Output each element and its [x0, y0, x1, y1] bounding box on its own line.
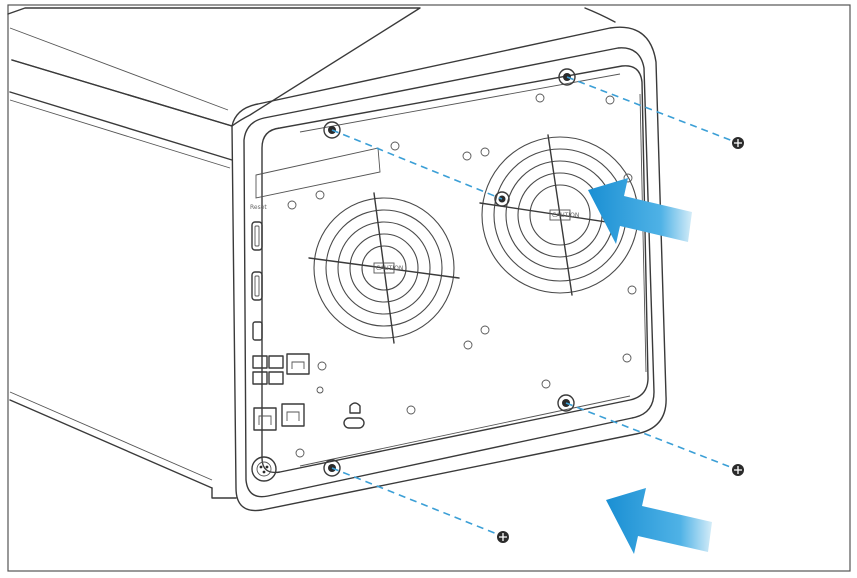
screw-guide-lines: [331, 76, 739, 537]
usb-port: [252, 321, 263, 341]
reset-label: Reset: [250, 204, 267, 211]
lock-slot: [343, 417, 365, 429]
direction-arrow: [606, 488, 712, 554]
screw: [732, 137, 744, 149]
fan-grille: CAUTION CAUTION: [308, 134, 641, 344]
hdmi-port: [251, 221, 263, 251]
lock-icon: [349, 402, 361, 414]
rear-bezel-inner: [243, 47, 655, 498]
ethernet-port: [286, 353, 310, 375]
ethernet-port: [281, 403, 305, 427]
nas-enclosure: [7, 7, 667, 512]
fan-left: CAUTION: [308, 192, 460, 344]
usb-port: [268, 355, 284, 369]
enclosure-top: [7, 7, 421, 127]
figure-border: [7, 4, 851, 572]
hdmi-port: [251, 271, 263, 301]
fan-label: CAUTION: [552, 212, 579, 219]
io-ports: Reset: [250, 204, 365, 482]
usb-port: [252, 371, 268, 385]
screw: [497, 531, 509, 543]
usb-port: [252, 355, 268, 369]
screw: [732, 464, 744, 476]
ethernet-port: [253, 407, 277, 431]
rear-bezel: [231, 26, 667, 512]
direction-arrow: [588, 178, 692, 244]
enclosure-side-edge: [9, 91, 233, 161]
mounting-holes: [287, 93, 637, 458]
screw-holes: [323, 68, 576, 477]
model-label-area: [255, 147, 381, 199]
power-socket: [251, 456, 277, 482]
fan-label: CAUTION: [376, 265, 403, 272]
usb-port: [268, 371, 284, 385]
